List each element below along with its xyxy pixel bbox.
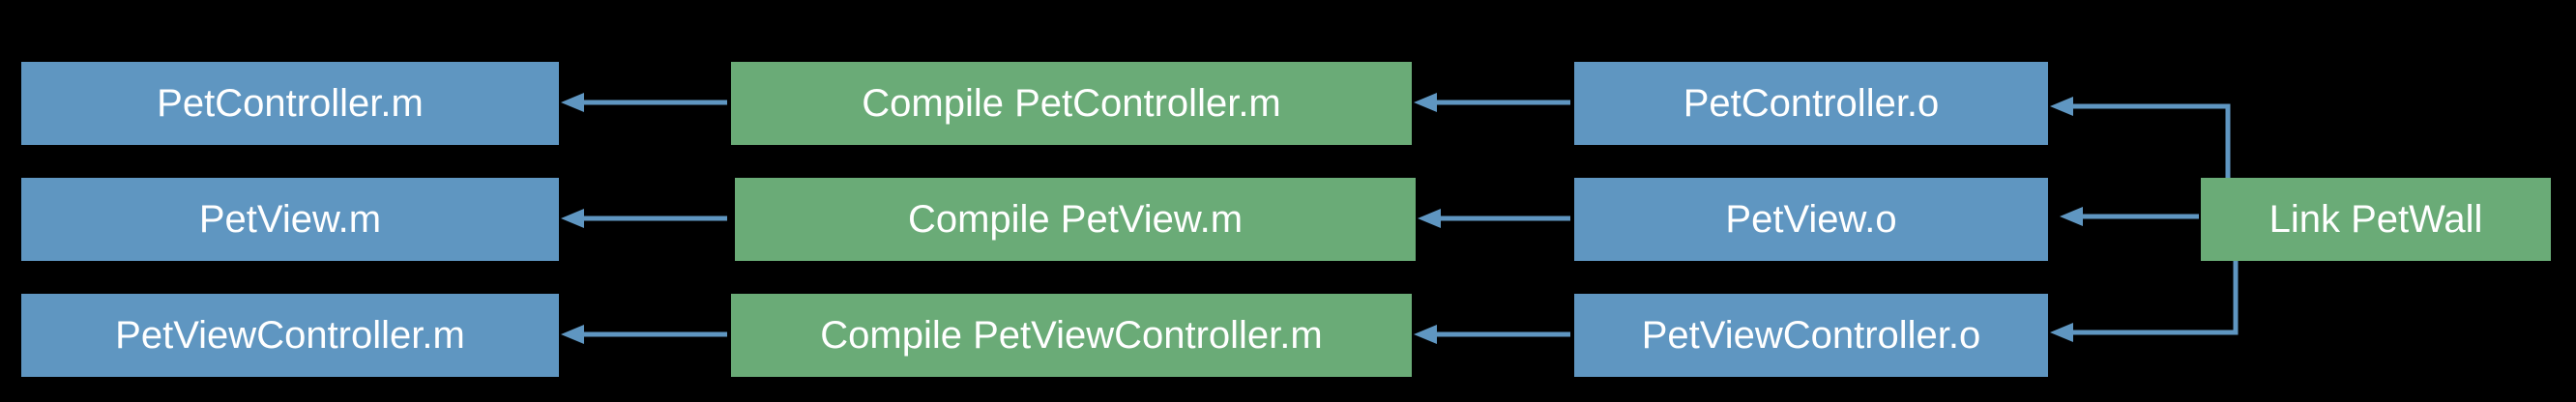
node-source-petview: PetView.m [21, 178, 559, 261]
node-compile-petview: Compile PetView.m [735, 178, 1416, 261]
node-compile-petcontroller: Compile PetController.m [731, 62, 1412, 145]
edge-link-to-obj-petviewcontroller [2050, 261, 2239, 342]
edge-link-to-obj-petview [2060, 207, 2199, 226]
node-label: PetView.o [1725, 197, 1897, 241]
node-label: Compile PetController.m [862, 81, 1281, 125]
node-label: Compile PetViewController.m [820, 313, 1323, 357]
edge-compile-petview-to-source [561, 209, 727, 228]
node-compile-petviewcontroller: Compile PetViewController.m [731, 294, 1412, 377]
edge-obj-petcontroller-to-compile [1414, 93, 1570, 112]
edge-link-to-obj-petcontroller [2050, 97, 2231, 178]
node-label: Link PetWall [2269, 197, 2483, 241]
node-link-petwall: Link PetWall [2201, 178, 2551, 261]
node-object-petview: PetView.o [1574, 178, 2048, 261]
node-label: PetController.m [157, 81, 424, 125]
edge-compile-petcontroller-to-source [561, 93, 727, 112]
node-label: PetController.o [1683, 81, 1940, 125]
node-label: Compile PetView.m [907, 197, 1244, 241]
edge-obj-petview-to-compile [1418, 209, 1570, 228]
node-object-petviewcontroller: PetViewController.o [1574, 294, 2048, 377]
edge-obj-petviewcontroller-to-compile [1414, 325, 1570, 344]
node-label: PetViewController.o [1641, 313, 1981, 357]
edge-compile-petviewcontroller-to-source [561, 325, 727, 344]
node-object-petcontroller: PetController.o [1574, 62, 2048, 145]
node-label: PetViewController.m [115, 313, 465, 357]
node-source-petviewcontroller: PetViewController.m [21, 294, 559, 377]
node-source-petcontroller: PetController.m [21, 62, 559, 145]
node-label: PetView.m [198, 197, 382, 241]
